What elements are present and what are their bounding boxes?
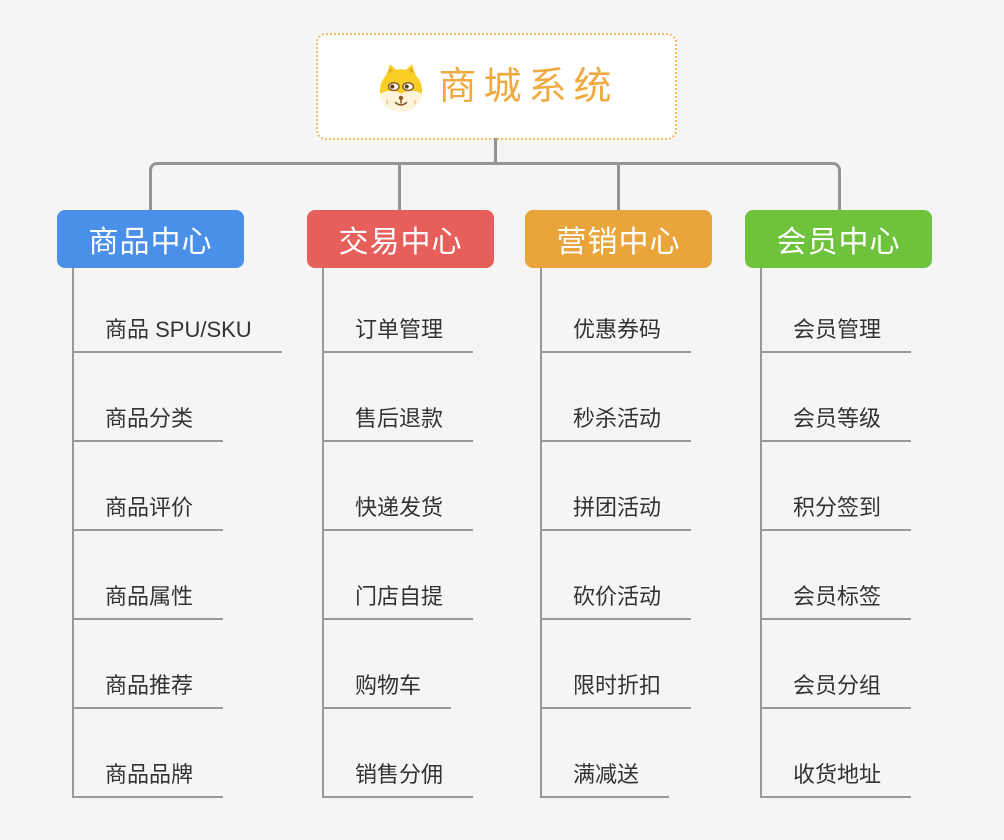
branch-header-marketing[interactable]: 营销中心: [525, 210, 712, 268]
node-bargain-activity[interactable]: 砍价活动: [540, 531, 692, 620]
node-member-level[interactable]: 会员等级: [760, 353, 912, 442]
branch-header-product[interactable]: 商品中心: [57, 210, 244, 268]
node-aftersale-refund[interactable]: 售后退款: [322, 353, 474, 442]
node-product-brand[interactable]: 商品品牌: [72, 709, 224, 798]
node-shipping-address[interactable]: 收货地址: [760, 709, 912, 798]
node-express-delivery[interactable]: 快递发货: [322, 442, 474, 531]
node-product-review[interactable]: 商品评价: [72, 442, 224, 531]
node-product-attribute[interactable]: 商品属性: [72, 531, 224, 620]
root-title: 商城系统: [438, 65, 619, 108]
branch-header-member[interactable]: 会员中心: [745, 210, 932, 268]
node-product-spu-sku[interactable]: 商品 SPU/SKU: [72, 268, 282, 353]
node-member-management[interactable]: 会员管理: [760, 268, 912, 353]
node-store-pickup[interactable]: 门店自提: [322, 531, 474, 620]
branch-children-marketing: 优惠券码 秒杀活动 拼团活动 砍价活动 限时折扣 满减送: [540, 268, 712, 798]
node-limited-time-discount[interactable]: 限时折扣: [540, 620, 692, 709]
node-member-tag[interactable]: 会员标签: [760, 531, 912, 620]
root-node[interactable]: 商城系统: [316, 33, 677, 140]
node-coupon-code[interactable]: 优惠券码: [540, 268, 692, 353]
node-member-group[interactable]: 会员分组: [760, 620, 912, 709]
node-points-checkin[interactable]: 积分签到: [760, 442, 912, 531]
dog-face-icon: [380, 63, 423, 111]
branch-children-trade: 订单管理 售后退款 快递发货 门店自提 购物车 销售分佣: [322, 268, 494, 798]
node-shopping-cart[interactable]: 购物车: [322, 620, 452, 709]
branch-children-product: 商品 SPU/SKU 商品分类 商品评价 商品属性 商品推荐 商品品牌: [72, 268, 282, 798]
connector-root-trunk: [494, 138, 497, 164]
connector-drop-trade: [398, 164, 401, 210]
node-group-buy[interactable]: 拼团活动: [540, 442, 692, 531]
branch-member-center: 会员中心 会员管理 会员等级 积分签到 会员标签 会员分组 收货地址: [745, 210, 932, 798]
node-flash-sale[interactable]: 秒杀活动: [540, 353, 692, 442]
node-full-reduction[interactable]: 满减送: [540, 709, 670, 798]
connector-drop-marketing: [617, 164, 620, 210]
connector-rail: [149, 162, 841, 210]
branch-marketing-center: 营销中心 优惠券码 秒杀活动 拼团活动 砍价活动 限时折扣 满减送: [525, 210, 712, 798]
branch-children-member: 会员管理 会员等级 积分签到 会员标签 会员分组 收货地址: [760, 268, 932, 798]
node-product-category[interactable]: 商品分类: [72, 353, 224, 442]
node-product-recommend[interactable]: 商品推荐: [72, 620, 224, 709]
branch-product-center: 商品中心 商品 SPU/SKU 商品分类 商品评价 商品属性 商品推荐 商品品牌: [57, 210, 282, 798]
node-sales-commission[interactable]: 销售分佣: [322, 709, 474, 798]
branch-header-trade[interactable]: 交易中心: [307, 210, 494, 268]
branch-trade-center: 交易中心 订单管理 售后退款 快递发货 门店自提 购物车 销售分佣: [307, 210, 494, 798]
node-order-management[interactable]: 订单管理: [322, 268, 474, 353]
